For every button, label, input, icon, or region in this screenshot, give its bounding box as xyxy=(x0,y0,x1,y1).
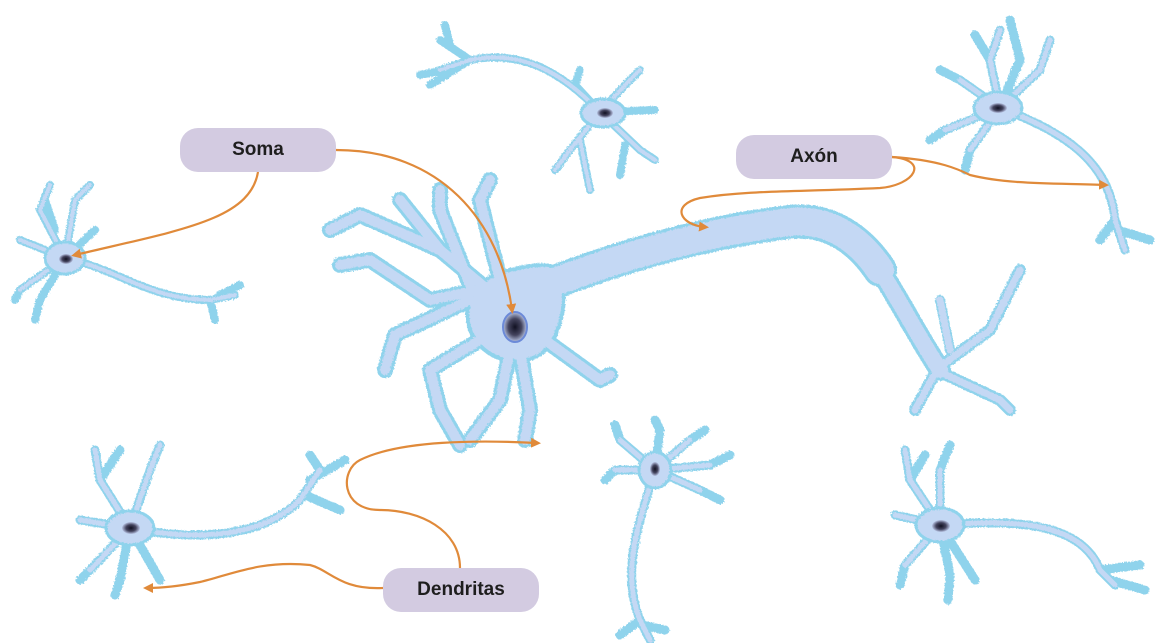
neuron-left xyxy=(15,185,240,320)
label-soma-text: Soma xyxy=(232,139,284,161)
label-axon-text: Axón xyxy=(790,146,838,168)
neuron-left-nucleus xyxy=(59,254,73,264)
neuron-bottom-center xyxy=(605,420,730,640)
neuron-central-nucleus xyxy=(503,312,527,342)
arrow-dendrites-to-central xyxy=(347,442,537,568)
label-dendrites-text: Dendritas xyxy=(417,579,505,601)
neuron-bottom-right-nucleus xyxy=(932,520,950,532)
neuron-bottom-center-nucleus xyxy=(650,462,660,476)
label-dendrites: Dendritas xyxy=(383,568,539,612)
arrow-soma-to-left xyxy=(75,172,258,255)
neuron-top-center xyxy=(420,25,655,190)
neuron-bottom-right xyxy=(895,445,1145,600)
arrow-dendrites-to-bottom-left xyxy=(147,564,383,588)
neuron-bottom-left xyxy=(80,445,345,595)
neuron-bottom-left-nucleus xyxy=(122,522,140,534)
label-soma: Soma xyxy=(180,128,336,172)
neuron-top-right xyxy=(930,20,1150,250)
arrow-axon-to-top-right xyxy=(892,157,1105,185)
neuron-top-right-nucleus xyxy=(989,103,1007,113)
label-axon: Axón xyxy=(736,135,892,179)
neuron-top-center-nucleus xyxy=(597,108,613,118)
